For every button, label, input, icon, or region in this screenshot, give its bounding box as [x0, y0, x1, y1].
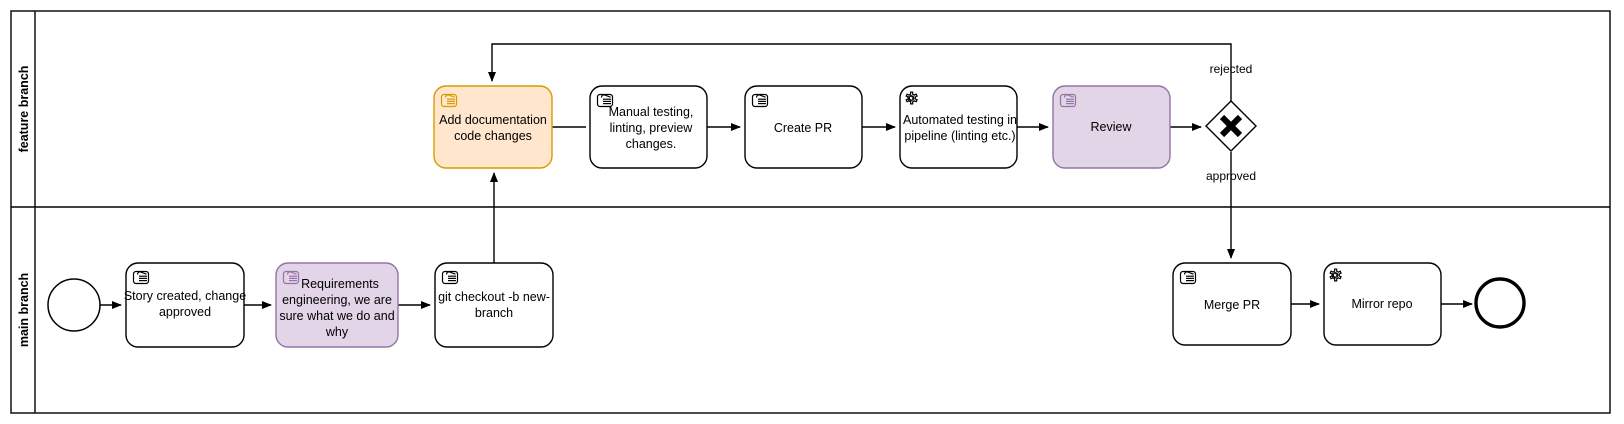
exclusive-gateway-x-icon	[1219, 114, 1243, 138]
task-manual-testing-label-line-1: Manual testing,	[609, 105, 694, 119]
task-add-documentation[interactable]: Add documentation code changes	[433, 85, 553, 169]
lane-label-main-branch-text: main branch	[17, 273, 31, 347]
task-review[interactable]: Review	[1052, 85, 1171, 169]
task-manual-testing[interactable]: Manual testing, linting, preview changes…	[589, 85, 708, 169]
task-story-created-box[interactable]	[125, 262, 245, 348]
manual-task-hand-icon	[440, 93, 458, 108]
lane-label-feature-branch: feature branch	[17, 66, 31, 153]
exclusive-gateway-review-decision[interactable]	[1205, 100, 1257, 152]
task-add-documentation-box[interactable]	[433, 85, 553, 169]
task-git-checkout-label-line-1: git checkout -b new-	[438, 290, 550, 304]
task-requirements-engineering-label-line-3: sure what we do and	[279, 309, 394, 323]
flow-label-approved: approved	[1206, 169, 1256, 183]
task-requirements-engineering-label-line-4: why	[325, 325, 349, 339]
task-automated-testing[interactable]: Automated testing in pipeline (linting e…	[899, 85, 1018, 169]
task-manual-testing-label-line-2: linting, preview	[610, 121, 694, 135]
task-git-checkout-label-line-2: branch	[475, 306, 513, 320]
task-git-checkout[interactable]: git checkout -b new- branch	[434, 262, 554, 348]
task-story-created[interactable]: Story created, change approved	[124, 262, 246, 348]
task-add-documentation-label-line-2: code changes	[454, 129, 532, 143]
task-requirements-engineering[interactable]: Requirements engineering, we are sure wh…	[275, 262, 399, 348]
manual-task-hand-icon	[1059, 93, 1077, 108]
task-manual-testing-box[interactable]	[589, 85, 708, 169]
task-merge-pr-box[interactable]	[1172, 262, 1292, 346]
start-event-circle-icon[interactable]	[47, 278, 101, 332]
task-review-box[interactable]	[1052, 85, 1171, 169]
task-manual-testing-label-line-3: changes.	[626, 137, 677, 151]
task-requirements-engineering-label-line-1: Requirements	[301, 277, 379, 291]
task-story-created-label-line-2: approved	[159, 305, 211, 319]
task-mirror-repo[interactable]: Mirror repo	[1323, 262, 1442, 346]
task-automated-testing-label-line-2: pipeline (linting etc.)	[904, 129, 1015, 143]
manual-task-hand-icon	[282, 270, 300, 285]
manual-task-hand-icon	[1179, 270, 1197, 285]
lane-label-feature-branch-text: feature branch	[17, 66, 31, 153]
task-create-pr-label-line-1: Create PR	[774, 121, 832, 135]
end-event-circle-icon[interactable]	[1474, 277, 1526, 329]
lane-label-main-branch: main branch	[17, 273, 31, 347]
service-task-gear-icon	[1329, 268, 1342, 282]
task-git-checkout-box[interactable]	[434, 262, 554, 348]
manual-task-hand-icon	[132, 270, 150, 285]
task-mirror-repo-box[interactable]	[1323, 262, 1442, 346]
task-story-created-label-line-1: Story created, change	[124, 289, 246, 303]
task-merge-pr-label-line-1: Merge PR	[1204, 298, 1260, 312]
task-automated-testing-label-line-1: Automated testing in	[903, 113, 1017, 127]
flow-label-rejected: rejected	[1210, 62, 1253, 76]
pool-border	[10, 10, 1611, 414]
task-create-pr[interactable]: Create PR	[744, 85, 863, 169]
task-requirements-engineering-box[interactable]	[275, 262, 399, 348]
task-merge-pr[interactable]: Merge PR	[1172, 262, 1292, 346]
manual-task-hand-icon	[751, 93, 769, 108]
task-mirror-repo-label-line-1: Mirror repo	[1351, 297, 1412, 311]
task-requirements-engineering-label-line-2: engineering, we are	[282, 293, 392, 307]
manual-task-hand-icon	[596, 93, 614, 108]
manual-task-hand-icon	[441, 270, 459, 285]
task-create-pr-box[interactable]	[744, 85, 863, 169]
flow-gateway-rejected-to-add-documentation	[488, 43, 1232, 101]
task-add-documentation-label-line-1: Add documentation	[439, 113, 547, 127]
task-automated-testing-box[interactable]	[899, 85, 1018, 169]
task-review-label-line-1: Review	[1091, 120, 1133, 134]
service-task-gear-icon	[905, 91, 918, 105]
